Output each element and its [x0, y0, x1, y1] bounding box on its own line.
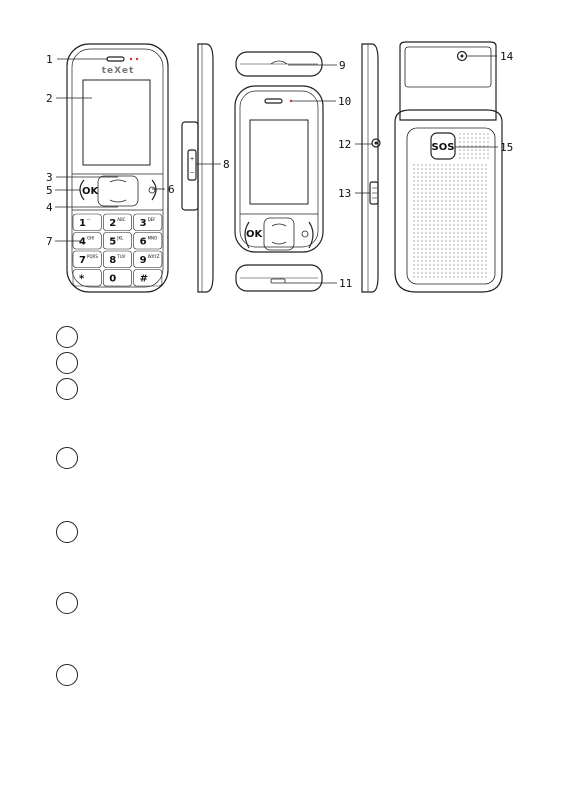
sos-button-label: SOS: [432, 142, 455, 153]
keypad-key-frame: [103, 232, 132, 250]
keypad-key-sub: GHI: [87, 236, 94, 241]
camera-lens: [456, 50, 468, 62]
keypad-key-main: #: [140, 274, 148, 285]
keypad-key-sub: MNO: [148, 236, 158, 241]
callout-6: 6: [168, 183, 175, 196]
keypad-key-main: 4: [79, 237, 86, 248]
speaker-grille-holes: [413, 133, 489, 278]
keypad-key-frame: [103, 269, 132, 287]
legend-marker-6: [56, 592, 78, 614]
brand-logo-text: teXet: [102, 66, 135, 76]
callout-11: 11: [339, 277, 352, 290]
keypad-key-sub: TUV: [116, 254, 125, 259]
callout-3: 3: [46, 171, 53, 184]
volume-plus-label: +: [190, 156, 194, 163]
volume-rocker: [187, 149, 197, 181]
callout-12: 12: [338, 138, 351, 151]
keypad-key-main: 1: [79, 218, 86, 229]
callout-4: 4: [46, 201, 53, 214]
keypad-key-main: 2: [109, 218, 116, 229]
keypad-key-frame: [133, 269, 163, 287]
phone-closed-view: OK: [234, 51, 324, 292]
speaker-grille: [406, 127, 496, 285]
callout-2: 2: [46, 92, 53, 105]
legend-marker-7: [56, 664, 78, 686]
ok-key-label: OK: [82, 186, 100, 197]
keypad-key-sub: PQRS: [87, 254, 98, 259]
keypad-key-main: 0: [109, 274, 116, 285]
keypad-key-frame: [72, 250, 102, 268]
sos-button-back: [430, 132, 456, 160]
callout-numbers: 1 2 3 5 4 6 7 8 9 10 11 12 13 14 15: [46, 50, 514, 290]
phone-front-view: teXet OK: [66, 43, 169, 293]
keypad-key-main: 8: [109, 255, 116, 266]
keypad-key-sub: ABC: [117, 217, 125, 222]
keypad-key-frame: [103, 250, 132, 268]
keypad-key-10: *: [72, 269, 102, 287]
keypad-key-main: *: [79, 274, 85, 285]
keypad-key-frame: [103, 213, 132, 231]
legend-marker-4: [56, 447, 78, 469]
callout-9: 9: [339, 59, 346, 72]
earpiece: [106, 56, 125, 62]
legend-marker-1: [56, 326, 78, 348]
keypad-key-main: 3: [140, 218, 147, 229]
display-screen-closed: [249, 119, 309, 205]
callout-5: 5: [46, 184, 53, 197]
keypad-key-11: 0: [103, 269, 132, 287]
earpiece-closed: [264, 98, 283, 104]
phone-side-view-right: [361, 43, 381, 293]
display-screen: [82, 79, 151, 166]
callout-15: 15: [500, 141, 513, 154]
legend-marker-3: [56, 378, 78, 400]
keypad-key-frame: [133, 213, 163, 231]
phone-side-view-left: + −: [181, 43, 214, 293]
callout-1: 1: [46, 53, 53, 66]
callout-7: 7: [46, 235, 53, 248]
keypad-key-frame: [72, 269, 102, 287]
ok-key-label-closed: OK: [246, 229, 264, 240]
callout-10: 10: [338, 95, 351, 108]
keypad-key-frame: [133, 232, 163, 250]
keypad-key-12: #: [133, 269, 163, 287]
callout-13: 13: [338, 187, 351, 200]
keypad-key-sub: ꟷ: [87, 217, 91, 222]
keypad-key-main: 5: [109, 237, 116, 248]
callout-14: 14: [500, 50, 514, 63]
keypad-key-main: 9: [140, 255, 147, 266]
keypad-key-sub: WXYZ: [148, 254, 160, 259]
keypad-key-frame: [72, 213, 102, 231]
keypad-key-sub: JKL: [116, 236, 124, 241]
power-key-icon: [148, 186, 156, 194]
keypad-key-frame: [133, 250, 163, 268]
keypad-key-main: 7: [79, 255, 86, 266]
callout-8: 8: [223, 158, 230, 171]
phone-back-view: SOS: [394, 41, 503, 293]
keypad-key-sub: DEF: [148, 217, 157, 222]
volume-minus-label: −: [190, 170, 194, 177]
usb-port: [270, 278, 286, 284]
callout-lines: [55, 55, 498, 284]
power-key-icon-closed: [301, 230, 309, 238]
keypad-key-main: 6: [140, 237, 147, 248]
legend-marker-5: [56, 521, 78, 543]
legend-marker-2: [56, 352, 78, 374]
headphone-jack: [371, 138, 381, 148]
